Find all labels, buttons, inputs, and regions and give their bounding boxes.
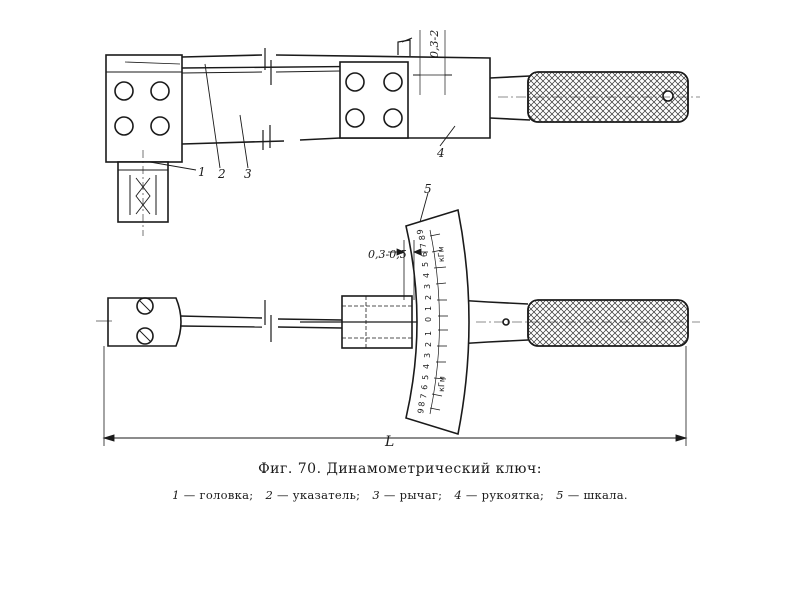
legend-item-pointer: 2 — указатель; — [265, 488, 360, 502]
legend-number: 5 — [556, 488, 564, 502]
head-bolt-hole — [150, 116, 170, 136]
figure-legend: 1 — головка; 2 — указатель; 3 — рычаг; 4… — [0, 488, 800, 502]
scale-digit: 7 — [419, 393, 428, 399]
callout-leaders — [149, 63, 456, 223]
scale-digit: 9 — [415, 229, 425, 235]
scale-digit: 8 — [417, 401, 427, 407]
callout-3: 3 — [244, 167, 252, 181]
scale-digit: 3 — [423, 284, 432, 289]
lever — [181, 54, 491, 145]
dimension-length-line — [102, 434, 688, 442]
legend-text: — указатель; — [277, 488, 361, 502]
dimension-top-gap: 0,3-2 — [428, 30, 441, 58]
scale-digit: 9 — [416, 408, 426, 415]
scale-digit: 4 — [422, 364, 431, 369]
handle-bolt-hole — [345, 108, 365, 128]
legend-text: — головка; — [183, 488, 254, 502]
scale-digit: 1 — [424, 306, 433, 311]
scale-digit: 0 — [424, 317, 433, 322]
scale-digit: 6 — [420, 384, 429, 390]
legend-text: — рычаг; — [383, 488, 443, 502]
dimension-length: L — [384, 434, 394, 450]
dimension-scale-gap-lines — [388, 240, 428, 300]
legend-text: — рукоятка; — [465, 488, 545, 502]
handle-bolt-hole — [383, 108, 403, 128]
head-bolt-hole — [150, 81, 170, 101]
legend-item-scale: 5 — шкала. — [556, 488, 628, 502]
bottom-head — [107, 297, 182, 347]
legend-number: 3 — [372, 488, 380, 502]
figure-caption-title: Фиг. 70. Динамометрический ключ: — [258, 461, 542, 477]
dimension-scale-gap: 0,3-0,5 — [368, 248, 407, 261]
scale-digit: 4 — [422, 273, 431, 278]
legend-item-head: 1 — головка; — [172, 488, 253, 502]
top-head-block — [105, 54, 183, 163]
handle-bolt-hole — [383, 72, 403, 92]
scale-digit: 6 — [420, 252, 429, 257]
top-view — [105, 30, 700, 236]
head-bolt-hole — [114, 81, 134, 101]
bottom-knurled-grip — [527, 299, 689, 347]
scale-unit: кГм — [437, 376, 447, 392]
scale-unit: кГм — [436, 246, 446, 262]
scale-digit: 2 — [424, 342, 433, 347]
legend-item-handle: 4 — рукоятка; — [454, 488, 544, 502]
callout-4: 4 — [436, 146, 445, 160]
legend-number: 2 — [265, 488, 274, 502]
callout-1: 1 — [198, 165, 206, 179]
legend-number: 4 — [454, 488, 462, 502]
bottom-view — [96, 295, 700, 446]
scale-digit: 3 — [423, 353, 432, 358]
handle-bolt-hole — [345, 72, 365, 92]
callout-5: 5 — [424, 182, 432, 196]
handle-body — [339, 61, 409, 139]
scale-digit: 1 — [424, 331, 433, 336]
legend-text: — шкала. — [567, 488, 628, 502]
scale-digit: 8 — [418, 235, 427, 241]
scale-digit: 7 — [419, 243, 428, 249]
callout-2: 2 — [217, 167, 226, 181]
scale-plate — [405, 208, 470, 436]
scale-digit: 5 — [421, 262, 430, 267]
legend-number: 1 — [172, 488, 180, 502]
legend-item-lever: 3 — рычаг; — [372, 488, 442, 502]
scale-numbers: 0 1 2 3 4 5 6 7 8 9 кГм 1 2 3 4 5 6 7 8 … — [415, 229, 446, 415]
scale-digit: 5 — [421, 375, 430, 380]
scale-digit: 2 — [424, 295, 433, 300]
head-bolt-hole — [114, 116, 134, 136]
